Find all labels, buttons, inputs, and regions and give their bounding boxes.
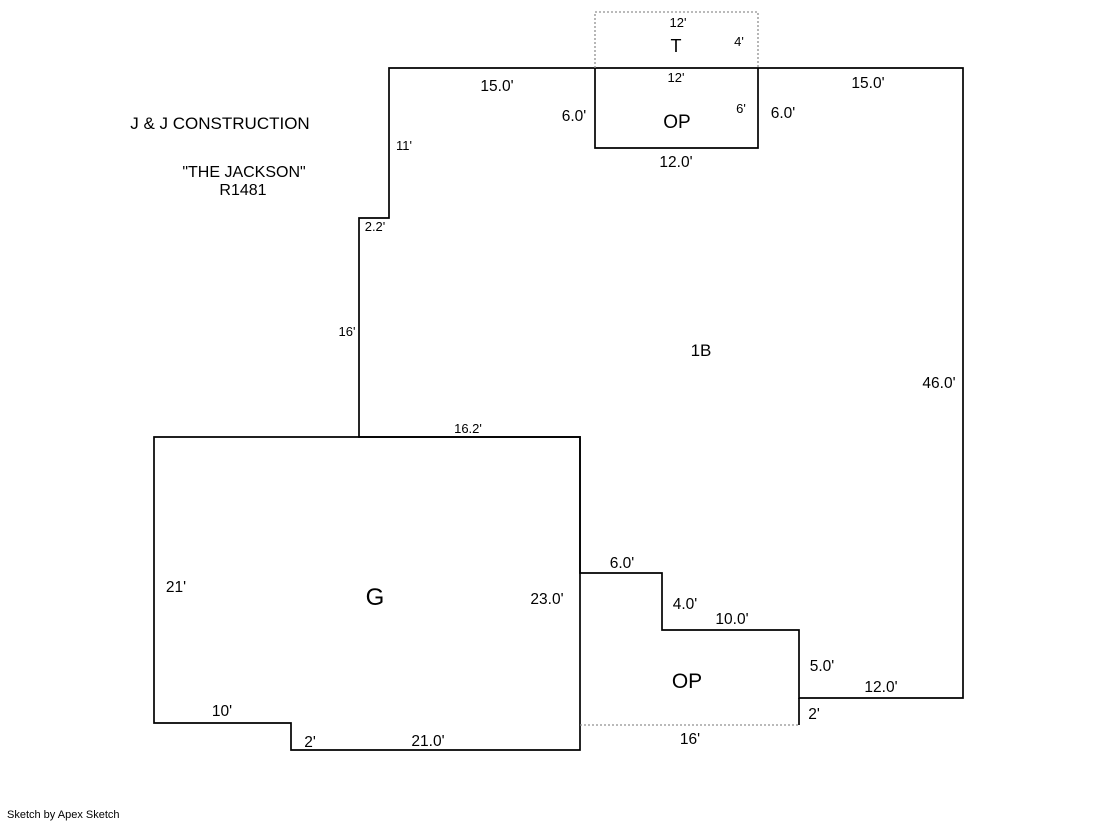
area-label-garage: G (366, 584, 385, 611)
area-label-porch-bottom: OP (672, 670, 702, 693)
garage-outline (153, 436, 581, 751)
dim-right-side: 46.0' (922, 375, 955, 392)
dim-porch-bottom-width: 16' (680, 731, 700, 748)
dim-garage-bottom-left: 10' (212, 703, 232, 720)
dim-notch-a: 6.0' (610, 555, 635, 572)
dim-garage-right: 23.0' (530, 591, 563, 608)
dim-porch-top-inner-top: 12' (668, 70, 685, 85)
dim-bottom-right: 12.0' (864, 679, 897, 696)
dim-porch-top-inner-right: 6' (736, 101, 746, 116)
dim-left-lower: 16' (339, 324, 356, 339)
dim-attic-top: 12' (670, 15, 687, 30)
dim-garage-bottom-jog: 2' (304, 734, 316, 751)
dim-garage-top: 16.2' (454, 421, 482, 436)
area-label-main: 1B (691, 341, 712, 360)
dim-notch-d: 5.0' (810, 658, 835, 675)
dim-porch-top-bottom: 12.0' (659, 154, 692, 171)
dim-garage-bottom: 21.0' (411, 733, 444, 750)
main-dwelling-outline (358, 67, 964, 699)
dim-porch-top-right: 6.0' (771, 105, 796, 122)
plan-id: R1481 (219, 182, 266, 199)
plan-name: "THE JACKSON" (182, 164, 305, 181)
dim-attic-right: 4' (734, 34, 744, 49)
dim-left-jog: 2.2' (365, 219, 386, 234)
dim-notch-c: 10.0' (715, 611, 748, 628)
dim-porch-top-left: 6.0' (562, 108, 587, 125)
dim-top-left: 15.0' (480, 78, 513, 95)
dim-left-upper: 11' (396, 138, 412, 153)
dim-top-right: 15.0' (851, 75, 884, 92)
company-name: J & J CONSTRUCTION (130, 114, 309, 133)
dim-garage-left: 21' (166, 579, 186, 596)
area-label-attic: T (671, 36, 682, 56)
dim-porch-bottom-right: 2' (808, 706, 820, 723)
area-label-porch-top: OP (663, 112, 690, 133)
porch-top-notch-outline (594, 68, 759, 149)
sketch-credit: Sketch by Apex Sketch (7, 809, 120, 821)
dim-notch-b: 4.0' (673, 596, 698, 613)
attic-dotted-outline (594, 11, 759, 68)
